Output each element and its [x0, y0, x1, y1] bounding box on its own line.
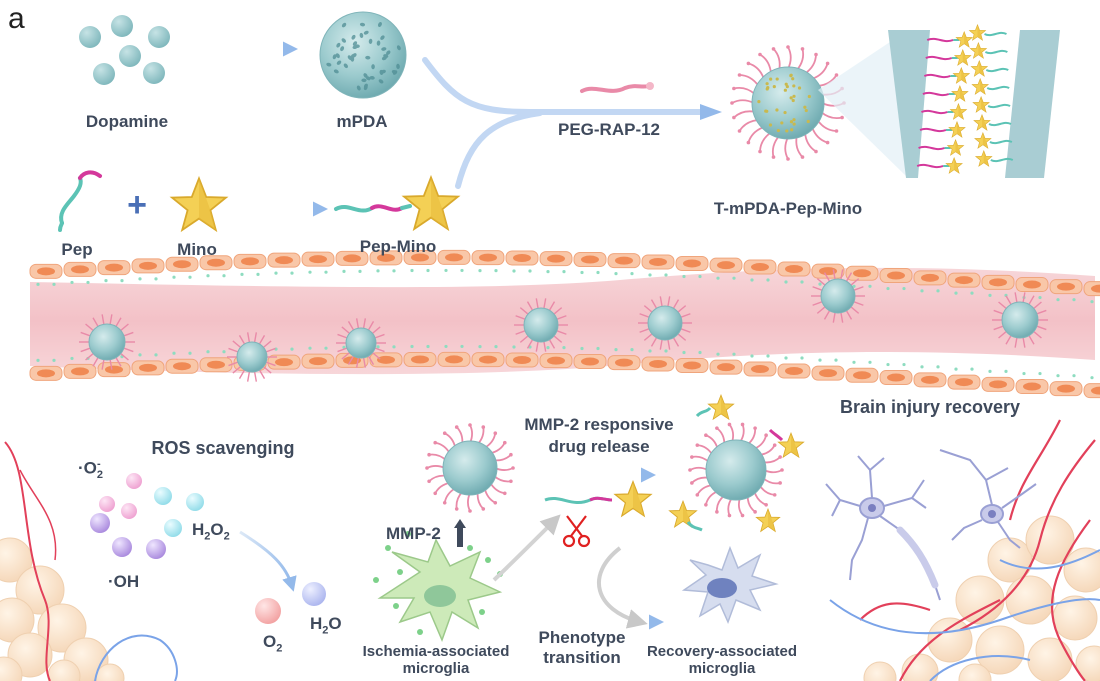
recovery-microglia [681, 545, 779, 625]
dopamine-monomers [79, 15, 170, 85]
t-mpda-pep-mino-particle [730, 45, 846, 161]
zoom-cone [818, 30, 908, 178]
recovery-label-line2: microglia [688, 660, 756, 677]
pep-label: Pep [61, 240, 93, 259]
recovery-label-line1: Recovery-associated [646, 643, 798, 660]
scissors-icon [562, 515, 591, 548]
phenotype-label-line1: Phenotype [538, 628, 626, 647]
dopamine-label: Dopamine [85, 112, 169, 131]
plus-sign: + [127, 186, 147, 224]
h2o2-label: H2O2 [192, 520, 230, 543]
ros-species [90, 473, 204, 559]
arrow-to-product [700, 104, 722, 120]
peg-rap12-chain [580, 82, 654, 93]
superoxide-label: ·O2- [78, 458, 104, 482]
peg-rap12-label: PEG-RAP-12 [557, 120, 661, 139]
arrow-microglia-to-enzyme [492, 514, 561, 582]
release-label-line2: drug release [548, 437, 650, 456]
phenotype-label-line2: transition [543, 648, 621, 667]
mpda-label: mPDA [336, 112, 388, 131]
ischemia-label-line2: microglia [402, 660, 470, 677]
panel-letter: a [8, 2, 25, 35]
particle-after-release [688, 422, 784, 518]
brain-tissue-left [0, 441, 178, 681]
arrow-ros-to-products [239, 530, 297, 592]
pep-mino-conjugate [334, 176, 459, 230]
h2o-molecule [302, 582, 326, 606]
brain-tissue-right [829, 419, 1100, 681]
mmp2-up-arrow [454, 519, 466, 547]
product-label: T-mPDA-Pep-Mino [713, 199, 863, 218]
flow-curve-upper [422, 57, 713, 115]
released-mino-stars [544, 394, 805, 532]
o2-label: O2 [263, 632, 283, 655]
ros-scavenging-title: ROS scavenging [151, 438, 295, 458]
mino-label: Mino [177, 240, 217, 259]
o2-molecule [255, 598, 281, 624]
blood-vessel [29, 249, 1100, 399]
brain-recovery-title: Brain injury recovery [839, 397, 1021, 417]
h2o-label: H2O [310, 614, 342, 637]
pore-zoom-inset [888, 24, 1060, 178]
pep-peptide [59, 176, 83, 225]
particle-before-release [425, 423, 515, 513]
hydroxyl-label: ·OH [108, 572, 140, 591]
mmp2-enzymes [373, 531, 503, 635]
myelinated-axon [896, 526, 939, 589]
circulating-nanoparticles [79, 269, 1048, 382]
ischemia-microglia [377, 538, 503, 643]
mino-star [171, 177, 227, 231]
pep-mino-label: Pep-Mino [359, 237, 437, 256]
ischemia-label-line1: Ischemia-associated [362, 643, 510, 660]
flow-curve-lower [455, 110, 543, 189]
mmp2-label: MMP-2 [386, 524, 441, 543]
release-label-line1: MMP-2 responsive [524, 415, 674, 434]
neuron-cells [825, 449, 1037, 601]
mpda-nanoparticle [319, 11, 407, 99]
arrow-release-to-recovery [596, 546, 648, 629]
